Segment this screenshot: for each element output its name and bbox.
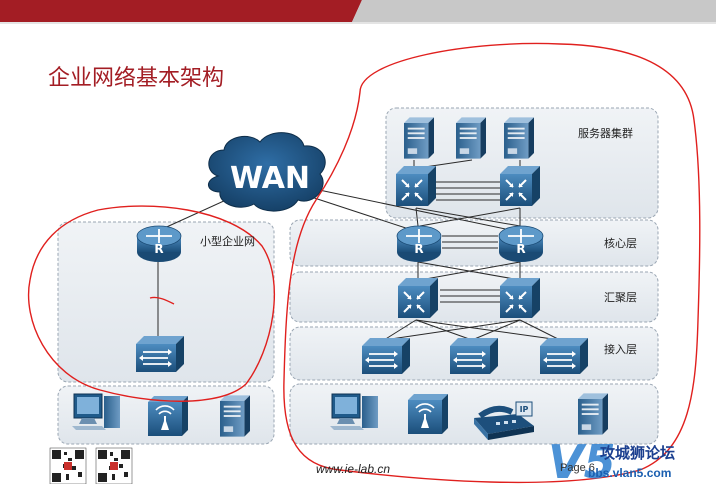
wan-label: WAN bbox=[230, 161, 310, 196]
wireless-ap-icon bbox=[408, 394, 448, 434]
page-number: Page 6 bbox=[560, 462, 595, 474]
large-endpoint-panel bbox=[289, 383, 659, 445]
ip-badge: IP bbox=[520, 405, 529, 414]
qr-code-icon bbox=[95, 447, 133, 484]
small-enterprise-label: 小型企业网 bbox=[200, 235, 255, 248]
switch-icon bbox=[362, 338, 410, 374]
router-icon bbox=[498, 225, 544, 263]
wan-cloud-icon: WAN bbox=[208, 132, 326, 212]
svg-text:V5: V5 bbox=[548, 435, 616, 484]
server-cluster-panel bbox=[385, 107, 659, 219]
access-layer-label: 接入层 bbox=[604, 343, 637, 356]
switch-icon bbox=[540, 338, 588, 374]
router-icon bbox=[136, 225, 182, 263]
watermark-logo: V5 bbox=[548, 435, 616, 484]
router-icon bbox=[396, 225, 442, 263]
watermark-text: 攻城狮论坛 bbox=[600, 444, 676, 462]
red-annotations bbox=[27, 42, 701, 484]
aggregation-layer-panel bbox=[289, 271, 659, 323]
wireless-ap-icon bbox=[148, 396, 188, 436]
switch-icon bbox=[500, 166, 540, 206]
switch-icon bbox=[500, 278, 540, 318]
server-icon bbox=[404, 117, 434, 159]
core-layer-label: 核心层 bbox=[604, 237, 637, 250]
switch-icon bbox=[136, 336, 184, 372]
aggregation-layer-label: 汇聚层 bbox=[604, 291, 637, 304]
watermark-url: bbs.vlan5.com bbox=[588, 466, 672, 480]
server-icon bbox=[504, 117, 534, 159]
server-icon bbox=[220, 395, 250, 437]
switch-icon bbox=[450, 338, 498, 374]
page-title: 企业网络基本架构 bbox=[48, 66, 225, 91]
switch-icon bbox=[396, 166, 436, 206]
core-layer-panel bbox=[289, 219, 659, 267]
server-icon bbox=[578, 393, 608, 435]
header-band bbox=[0, 0, 716, 24]
server-cluster-label: 服务器集群 bbox=[578, 127, 633, 140]
server-icon bbox=[456, 117, 486, 159]
footer-url: www.ie-lab.cn bbox=[316, 462, 391, 476]
switch-icon bbox=[398, 278, 438, 318]
qr-code-icon bbox=[49, 447, 87, 484]
